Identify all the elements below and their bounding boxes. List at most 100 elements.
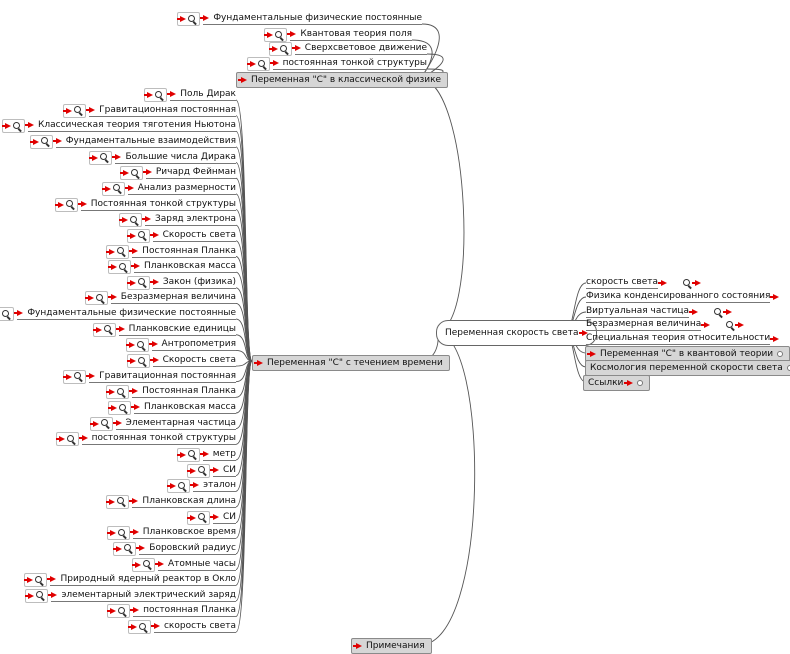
time-leaf[interactable]: Планковская масса — [107, 260, 236, 275]
link-arrow-icon[interactable] — [78, 435, 88, 442]
search-icon[interactable] — [35, 575, 44, 585]
link-arrow-icon[interactable] — [149, 278, 159, 285]
link-buttons[interactable] — [119, 166, 143, 181]
time-leaf[interactable]: Скорость света — [126, 228, 236, 243]
search-icon[interactable] — [137, 278, 147, 287]
right-leaf[interactable]: Виртуальная частица — [586, 305, 733, 319]
time-leaf[interactable]: Постоянная Планка — [106, 385, 236, 400]
link-arrow-icon[interactable] — [269, 60, 279, 66]
time-leaf[interactable]: Планковские единицы — [92, 322, 236, 337]
search-icon[interactable] — [40, 137, 50, 146]
classical-leaf[interactable]: Фундаментальные физические постоянные — [177, 12, 422, 26]
link-buttons[interactable] — [264, 28, 288, 42]
link-buttons[interactable] — [1, 119, 25, 134]
time-leaf[interactable]: Элементарная частица — [89, 416, 236, 431]
link-arrow-icon[interactable] — [238, 77, 247, 83]
link-arrow-icon[interactable] — [130, 263, 140, 270]
search-icon[interactable] — [714, 307, 723, 317]
link-arrow-icon[interactable] — [86, 106, 96, 113]
branch-time[interactable]: Переменная "С" с течением времени — [252, 355, 450, 371]
link-arrow-icon[interactable] — [129, 247, 139, 254]
link-arrow-icon[interactable] — [624, 380, 634, 386]
link-buttons[interactable] — [89, 150, 113, 165]
link-arrow-icon[interactable] — [167, 91, 177, 97]
time-leaf[interactable]: Планковская длина — [106, 494, 236, 509]
link-arrow-icon[interactable] — [167, 483, 177, 490]
link-buttons[interactable] — [106, 494, 130, 509]
search-icon[interactable] — [95, 293, 105, 303]
link-arrow-icon[interactable] — [48, 591, 58, 598]
right-branch-links[interactable]: Ссылки — [583, 375, 651, 391]
link-arrow-icon[interactable] — [89, 420, 99, 427]
link-buttons[interactable] — [127, 620, 151, 635]
collapse-toggle-icon[interactable] — [637, 380, 644, 386]
search-icon[interactable] — [130, 168, 140, 178]
link-arrow-icon[interactable] — [25, 592, 35, 599]
link-arrow-icon[interactable] — [126, 279, 136, 286]
search-icon[interactable] — [100, 419, 110, 428]
link-arrow-icon[interactable] — [209, 466, 219, 473]
link-arrow-icon[interactable] — [149, 231, 159, 238]
search-icon[interactable] — [74, 106, 83, 115]
link-buttons[interactable] — [55, 432, 79, 447]
link-arrow-icon[interactable] — [579, 330, 589, 336]
time-leaf[interactable]: Скорость света — [126, 354, 236, 369]
link-buttons[interactable] — [125, 338, 149, 353]
link-arrow-icon[interactable] — [126, 358, 136, 365]
search-icon[interactable] — [118, 403, 128, 413]
link-arrow-icon[interactable] — [107, 405, 117, 411]
link-arrow-icon[interactable] — [106, 498, 116, 505]
link-arrow-icon[interactable] — [112, 419, 122, 426]
link-arrow-icon[interactable] — [127, 624, 137, 631]
search-icon[interactable] — [100, 153, 109, 162]
link-arrow-icon[interactable] — [47, 576, 57, 583]
link-buttons[interactable] — [186, 463, 210, 478]
link-buttons[interactable] — [118, 213, 142, 228]
search-icon[interactable] — [124, 544, 133, 553]
link-arrow-icon[interactable] — [84, 295, 94, 302]
link-arrow-icon[interactable] — [106, 248, 116, 255]
search-icon[interactable] — [112, 184, 122, 193]
search-icon[interactable] — [683, 278, 692, 288]
link-buttons[interactable] — [54, 197, 78, 212]
classical-leaf[interactable]: Квантовая теория поля — [264, 28, 412, 42]
search-icon[interactable] — [65, 200, 75, 209]
link-arrow-icon[interactable] — [136, 544, 146, 551]
search-icon[interactable] — [117, 387, 126, 397]
link-arrow-icon[interactable] — [770, 294, 780, 300]
right-leaf[interactable]: Специальная теория относительности — [586, 332, 790, 346]
search-icon[interactable] — [117, 497, 126, 506]
link-arrow-icon[interactable] — [246, 61, 256, 67]
search-icon[interactable] — [66, 434, 76, 444]
link-buttons[interactable] — [126, 228, 150, 243]
link-arrow-icon[interactable] — [63, 373, 73, 380]
link-arrow-icon[interactable] — [101, 185, 111, 192]
classical-leaf[interactable]: постоянная тонкой структуры — [246, 57, 427, 71]
right-leaf[interactable]: Безразмерная величина — [586, 318, 745, 332]
time-leaf[interactable]: Планковское время — [106, 526, 236, 541]
time-leaf[interactable]: Фундаментальные взаимодействия — [29, 134, 236, 149]
time-leaf[interactable]: Закон (физика) — [126, 275, 236, 290]
link-buttons[interactable] — [84, 291, 108, 306]
link-arrow-icon[interactable] — [587, 351, 596, 357]
link-buttons[interactable] — [113, 541, 137, 556]
search-icon[interactable] — [137, 356, 147, 366]
link-arrow-icon[interactable] — [24, 577, 34, 584]
search-icon[interactable] — [257, 59, 267, 69]
time-leaf[interactable]: Анализ размерности — [101, 181, 236, 196]
link-arrow-icon[interactable] — [692, 280, 702, 286]
time-leaf[interactable]: СИ — [186, 463, 236, 478]
time-leaf[interactable]: постоянная Планка — [107, 604, 236, 619]
link-buttons[interactable] — [63, 103, 87, 118]
link-buttons[interactable] — [107, 604, 131, 619]
link-buttons[interactable] — [106, 526, 130, 541]
link-buttons[interactable] — [132, 557, 156, 572]
link-arrow-icon[interactable] — [150, 623, 160, 630]
search-icon[interactable] — [74, 372, 83, 381]
link-arrow-icon[interactable] — [149, 357, 159, 364]
link-arrow-icon[interactable] — [264, 32, 274, 38]
link-arrow-icon[interactable] — [119, 170, 129, 177]
link-arrow-icon[interactable] — [14, 310, 24, 317]
link-buttons[interactable] — [126, 354, 150, 369]
right-leaf[interactable]: Физика конденсированного состояния — [586, 290, 790, 304]
